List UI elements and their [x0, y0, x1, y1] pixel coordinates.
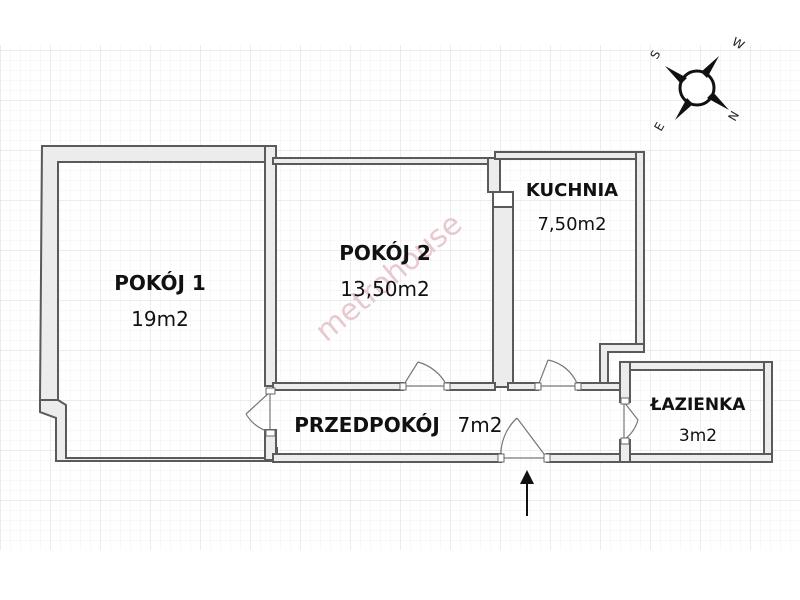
wall-hall-bottom-right	[546, 453, 632, 463]
wall-notch	[492, 191, 514, 208]
room-label-lazienka: ŁAZIENKA	[650, 395, 747, 415]
wall-kitchen-right	[635, 151, 645, 353]
wall-room2-bottom-left	[272, 382, 404, 391]
room-label-przedpokoj: PRZEDPOKÓJ	[294, 413, 440, 437]
wall-room2-bottom-right	[446, 382, 496, 391]
wall-room2-right-top	[487, 157, 501, 193]
wall-kitchen-bottom-left	[507, 382, 539, 391]
wall-bath-left-top	[619, 361, 631, 403]
room-area-pokoj-1: 19m2	[131, 307, 189, 331]
compass-icon: S W N E	[647, 34, 746, 133]
wall-kitchen-top	[494, 151, 644, 160]
wall-bath-bottom	[619, 453, 773, 463]
wall-bath-right	[763, 361, 773, 463]
room-area-kuchnia: 7,50m2	[537, 214, 606, 235]
entrance-arrow-icon	[520, 470, 534, 516]
room-area-lazienka: 3m2	[679, 426, 717, 446]
room-area-przedpokoj: 7m2	[458, 413, 503, 437]
room-label-pokoj-1: POKÓJ 1	[114, 271, 206, 295]
wall-hall-bottom-left	[272, 453, 502, 463]
room-label-pokoj-2: POKÓJ 2	[339, 241, 431, 265]
door-jambs	[265, 382, 630, 463]
wall-room1-room2	[264, 145, 277, 387]
wall-bath-top	[619, 361, 773, 371]
room-area-pokoj-2: 13,50m2	[340, 277, 429, 301]
walls	[38, 145, 773, 463]
wall-room2-top	[272, 157, 496, 165]
grid-background	[0, 45, 800, 550]
wall-kitchen-step	[599, 343, 645, 386]
room-label-kuchnia: KUCHNIA	[526, 180, 618, 201]
wall-kitchen-left	[492, 206, 514, 388]
